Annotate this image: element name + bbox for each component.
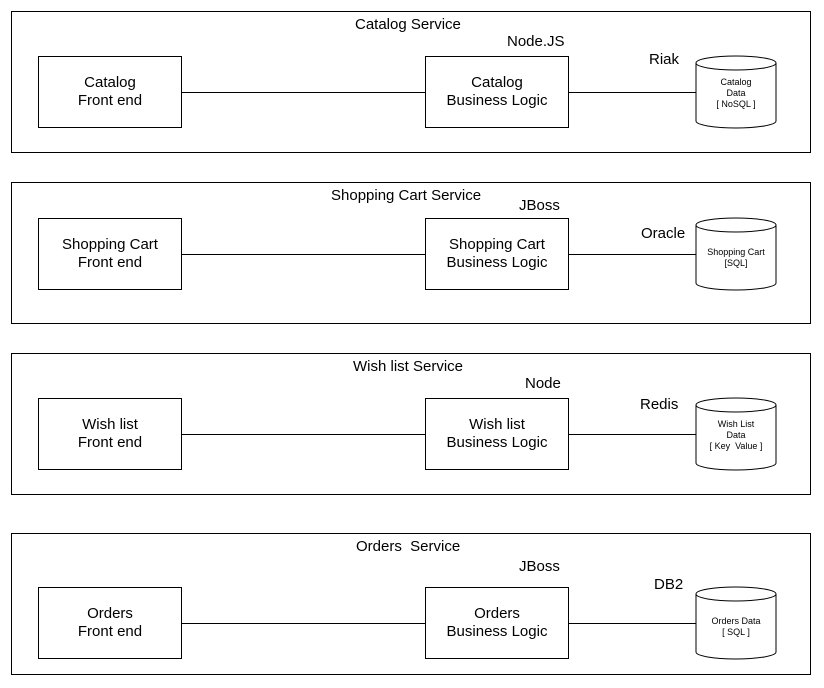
- shopping-cart-runtime-label: JBoss: [519, 197, 560, 214]
- catalog-business-line-1: Catalog: [471, 74, 523, 91]
- wish-list-frontend-box: Wish list Front end: [38, 398, 182, 470]
- orders-service-panel: [11, 533, 811, 675]
- wish-list-db-text: Wish List Data [ Key Value ]: [695, 419, 777, 452]
- catalog-db-label: Riak: [649, 51, 680, 68]
- orders-db-label: DB2: [654, 576, 684, 593]
- shopping-cart-service-title: Shopping Cart Service: [331, 187, 482, 204]
- catalog-frontend-line-2: Front end: [77, 92, 143, 109]
- database-icon: [695, 586, 777, 660]
- wish-list-frontend-to-logic-connector: [182, 434, 426, 435]
- wish-list-db-text-line-3: [ Key Value ]: [709, 441, 763, 451]
- orders-db-text-line-2: [ SQL ]: [722, 627, 750, 637]
- orders-frontend-box: Orders Front end: [38, 587, 182, 659]
- shopping-cart-frontend-line-2: Front end: [77, 254, 143, 271]
- catalog-business-logic-box: Catalog Business Logic: [425, 56, 569, 128]
- shopping-cart-database-cylinder: Shopping Cart [SQL]: [695, 217, 777, 291]
- orders-database-cylinder: Orders Data [ SQL ]: [695, 586, 777, 660]
- wish-list-db-label: Redis: [640, 396, 679, 413]
- shopping-cart-frontend-box: Shopping Cart Front end: [38, 218, 182, 290]
- catalog-service-title: Catalog Service: [355, 16, 461, 33]
- catalog-frontend-to-logic-connector: [182, 92, 426, 93]
- orders-business-line-1: Orders: [474, 605, 520, 622]
- shopping-cart-db-label: Oracle: [641, 225, 686, 242]
- catalog-db-text-line-3: [ NoSQL ]: [716, 99, 756, 109]
- catalog-service-panel: [11, 11, 811, 153]
- orders-frontend-line-1: Orders: [87, 605, 133, 622]
- catalog-business-line-2: Business Logic: [446, 92, 548, 109]
- orders-service-title: Orders Service: [356, 538, 461, 555]
- shopping-cart-business-line-1: Shopping Cart: [449, 236, 545, 253]
- orders-frontend-line-2: Front end: [77, 623, 143, 640]
- wish-list-business-line-2: Business Logic: [446, 434, 548, 451]
- shopping-cart-frontend-line-1: Shopping Cart: [62, 236, 158, 253]
- catalog-database-cylinder: Catalog Data [ NoSQL ]: [695, 55, 777, 129]
- wish-list-business-logic-box: Wish list Business Logic: [425, 398, 569, 470]
- shopping-cart-business-line-2: Business Logic: [446, 254, 548, 271]
- wish-list-business-line-1: Wish list: [469, 416, 525, 433]
- catalog-db-text-line-1: Catalog: [720, 77, 752, 87]
- catalog-runtime-label: Node.JS: [507, 33, 565, 50]
- catalog-frontend-line-1: Catalog: [84, 74, 136, 91]
- catalog-db-text-line-2: Data: [726, 88, 746, 98]
- shopping-cart-logic-to-db-connector: [569, 254, 696, 255]
- shopping-cart-service-panel: [11, 182, 811, 324]
- shopping-cart-frontend-to-logic-connector: [182, 254, 426, 255]
- catalog-db-text: Catalog Data [ NoSQL ]: [695, 77, 777, 110]
- orders-db-text-line-1: Orders Data: [711, 616, 761, 626]
- database-icon: [695, 397, 777, 471]
- orders-db-text: Orders Data [ SQL ]: [695, 616, 777, 638]
- shopping-cart-db-text: Shopping Cart [SQL]: [695, 247, 777, 269]
- shopping-cart-business-logic-box: Shopping Cart Business Logic: [425, 218, 569, 290]
- orders-runtime-label: JBoss: [519, 558, 560, 575]
- orders-business-line-2: Business Logic: [446, 623, 548, 640]
- wish-list-db-text-line-1: Wish List: [717, 419, 755, 429]
- orders-business-logic-box: Orders Business Logic: [425, 587, 569, 659]
- wish-list-database-cylinder: Wish List Data [ Key Value ]: [695, 397, 777, 471]
- wish-list-frontend-line-1: Wish list: [82, 416, 138, 433]
- wish-list-service-panel: [11, 353, 811, 495]
- wish-list-service-title: Wish list Service: [353, 358, 464, 375]
- shopping-cart-db-text-line-1: Shopping Cart: [707, 247, 765, 257]
- database-icon: [695, 55, 777, 129]
- catalog-logic-to-db-connector: [569, 92, 696, 93]
- database-icon: [695, 217, 777, 291]
- wish-list-db-text-line-2: Data: [726, 430, 746, 440]
- orders-frontend-to-logic-connector: [182, 623, 426, 624]
- shopping-cart-db-text-line-2: [SQL]: [724, 258, 748, 268]
- wish-list-logic-to-db-connector: [569, 434, 696, 435]
- wish-list-frontend-line-2: Front end: [77, 434, 143, 451]
- orders-logic-to-db-connector: [569, 623, 696, 624]
- catalog-frontend-box: Catalog Front end: [38, 56, 182, 128]
- wish-list-runtime-label: Node: [525, 375, 561, 392]
